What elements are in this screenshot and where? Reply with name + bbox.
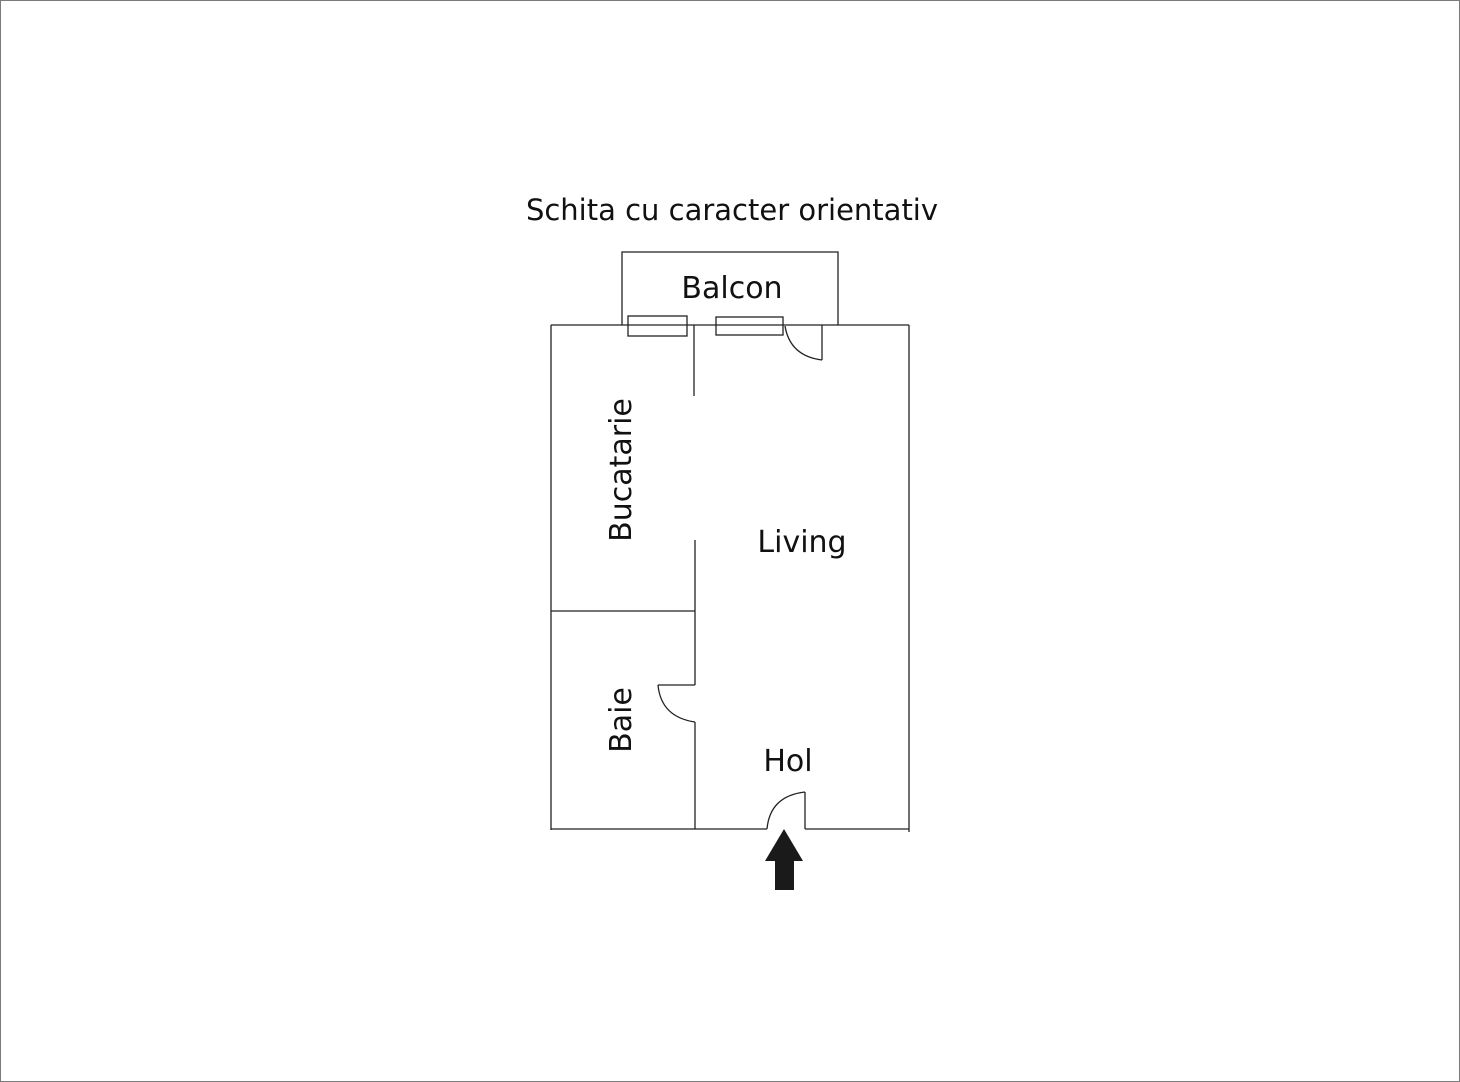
entrance-arrow-icon: [765, 829, 803, 890]
room-label-balcon: Balcon: [681, 271, 782, 306]
room-label-bucatarie: Bucatarie: [604, 398, 639, 542]
entrance-door-arc: [766, 791, 806, 830]
balcony-door-arc: [784, 325, 823, 361]
room-label-living: Living: [757, 525, 846, 560]
plan-title: Schita cu caracter orientativ: [526, 193, 938, 227]
walls: [550, 251, 910, 832]
room-label-baie: Baie: [604, 687, 639, 753]
bath-door-arc: [657, 684, 696, 723]
room-label-hol: Hol: [763, 744, 812, 779]
window-living: [715, 316, 784, 336]
window-kitchen: [627, 315, 688, 337]
balcony-outline: [621, 251, 839, 325]
